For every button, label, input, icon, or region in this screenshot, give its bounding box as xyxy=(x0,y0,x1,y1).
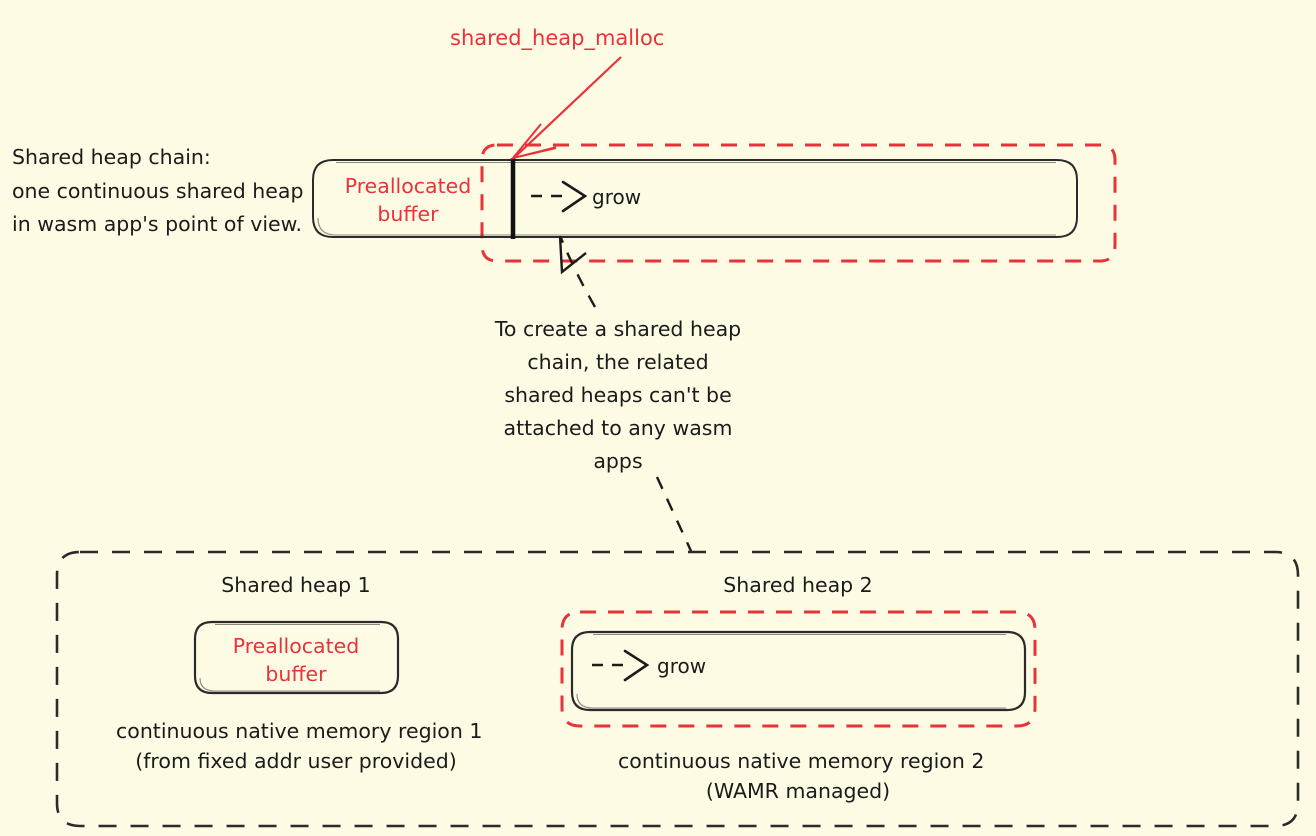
native-memory-outer-container xyxy=(55,550,1300,828)
heap2-growable-box xyxy=(570,630,1027,712)
heap1-preallocated-box-sketch xyxy=(199,623,380,692)
heap2-grow-arrow-head xyxy=(623,649,650,682)
note-pointer-arrow-head xyxy=(558,235,587,275)
shared-heap-malloc-label: shared_heap_malloc xyxy=(450,26,665,50)
note-to-container-connector xyxy=(655,476,693,552)
heap1-preallocated-buffer-label: Preallocated buffer xyxy=(232,634,360,686)
heap2-red-dashed-region xyxy=(560,610,1037,728)
heap1-preallocated-box xyxy=(193,620,400,695)
top-shared-heap-bar xyxy=(312,159,1078,238)
top-grow-arrow-head xyxy=(561,180,588,213)
malloc-callout-arrow-barb xyxy=(512,146,557,159)
malloc-callout-arrow-shaft xyxy=(514,56,622,158)
top-grow-label: grow xyxy=(592,185,642,209)
native-memory-region-2-caption: continuous native memory region 2 (WAMR … xyxy=(618,749,985,803)
shared-heap-1-title: Shared heap 1 xyxy=(221,573,371,597)
heap2-grow-label: grow xyxy=(657,654,707,678)
top-preallocated-buffer-label: Preallocated buffer xyxy=(344,174,472,226)
shared-heap-chain-note: Shared heap chain: one continuous shared… xyxy=(12,145,304,236)
top-red-dashed-region xyxy=(480,143,1117,263)
shared-heap-chain-constraint-note: To create a shared heap chain, the relat… xyxy=(494,317,742,473)
top-shared-heap-bar-sketch xyxy=(317,161,1056,236)
native-memory-region-1-caption: continuous native memory region 1 (from … xyxy=(116,719,483,773)
note-pointer-arrow-shaft xyxy=(559,237,597,308)
heap2-growable-box-sketch xyxy=(576,633,1006,709)
shared-heap-2-title: Shared heap 2 xyxy=(723,573,873,597)
